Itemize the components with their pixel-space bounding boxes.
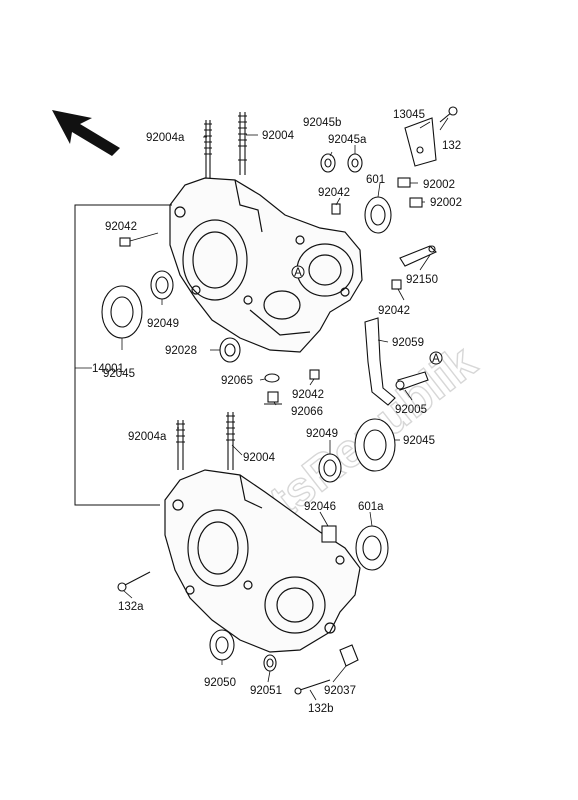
label-601: 601 <box>366 174 385 186</box>
label-13045: 13045 <box>393 109 425 121</box>
label-92042-d: 92042 <box>292 389 324 401</box>
label-92004-bottom: 92004 <box>243 452 276 464</box>
label-92004-top: 92004 <box>262 130 295 142</box>
dowel-92002-a <box>397 177 411 188</box>
needle-bearing-92046 <box>321 525 337 543</box>
label-92002-a: 92002 <box>423 179 455 191</box>
bolt-132a <box>117 571 151 592</box>
bearing-92045-left <box>101 285 143 339</box>
label-92059: 92059 <box>392 337 424 349</box>
oil-seal-92049-bottom <box>318 453 342 483</box>
label-92045b: 92045b <box>303 117 341 129</box>
svg-text:A: A <box>432 353 440 365</box>
lower-crankcase-half <box>164 469 361 653</box>
dowel-92042-c <box>391 279 402 290</box>
label-92042-a: 92042 <box>318 187 350 199</box>
label-92042-b: 92042 <box>105 221 137 233</box>
bearing-92045-right <box>354 418 396 472</box>
reference-marker-a-2: A <box>429 351 443 365</box>
label-601a: 601a <box>358 501 384 513</box>
oil-seal-92049-top <box>150 270 174 300</box>
label-92004a-bottom: 92004a <box>128 431 167 443</box>
dowel-92002-b <box>409 197 423 208</box>
label-132a: 132a <box>118 601 144 613</box>
label-92045a: 92045a <box>328 134 367 146</box>
stud-92004a-top <box>204 120 212 178</box>
part-labels: 92004a 92004 92045b 92045a 13045 132 920… <box>92 109 462 715</box>
label-92028: 92028 <box>165 345 197 357</box>
bracket-13045 <box>404 117 437 167</box>
label-92037: 92037 <box>324 685 356 697</box>
leader-lines <box>75 117 449 701</box>
oil-seal-92050 <box>209 629 235 661</box>
stud-92004-bottom <box>226 412 235 470</box>
svg-text:A: A <box>294 267 302 279</box>
fitting-92150 <box>399 245 437 267</box>
crankcase-assembly-bracket <box>74 204 172 506</box>
label-132b: 132b <box>308 703 334 715</box>
washer-92065 <box>264 373 280 383</box>
label-92042-c: 92042 <box>378 305 410 317</box>
dowel-92042-d <box>309 369 320 380</box>
reference-marker-a-1: A <box>291 265 305 279</box>
label-92051: 92051 <box>250 685 282 697</box>
label-92050: 92050 <box>204 677 236 689</box>
label-92066: 92066 <box>291 406 323 418</box>
bolt-132 <box>439 106 458 123</box>
oil-seal-92051 <box>263 654 277 672</box>
dowel-92042-b <box>119 237 131 247</box>
bearing-601a <box>355 525 389 571</box>
label-92002-b: 92002 <box>430 197 462 209</box>
front-direction-arrow-icon <box>52 110 120 156</box>
stud-92004-top <box>238 112 247 175</box>
fitting-92005 <box>395 371 429 391</box>
bolt-132b <box>294 679 331 695</box>
label-14001: 14001 <box>92 363 124 375</box>
bearing-601 <box>364 196 392 234</box>
oil-seal-92045a <box>347 153 363 173</box>
label-92045-right: 92045 <box>403 435 435 447</box>
label-92004a-top: 92004a <box>146 132 185 144</box>
label-92049-top: 92049 <box>147 318 179 330</box>
label-92150: 92150 <box>406 274 438 286</box>
label-92065: 92065 <box>221 375 253 387</box>
label-132: 132 <box>442 140 461 152</box>
upper-crankcase-half <box>169 177 363 353</box>
collar-92028 <box>219 337 241 363</box>
dowel-92042-a <box>331 203 341 215</box>
clamp-92037 <box>339 644 359 667</box>
label-92046: 92046 <box>304 501 336 513</box>
hose-92059 <box>364 317 396 406</box>
label-92045-left: 92045 <box>103 368 135 380</box>
label-92049-bottom: 92049 <box>306 428 338 440</box>
label-92005: 92005 <box>395 404 427 416</box>
plug-92066 <box>264 391 282 405</box>
oil-seal-92045b <box>320 153 336 173</box>
stud-92004a-bottom <box>176 420 185 470</box>
